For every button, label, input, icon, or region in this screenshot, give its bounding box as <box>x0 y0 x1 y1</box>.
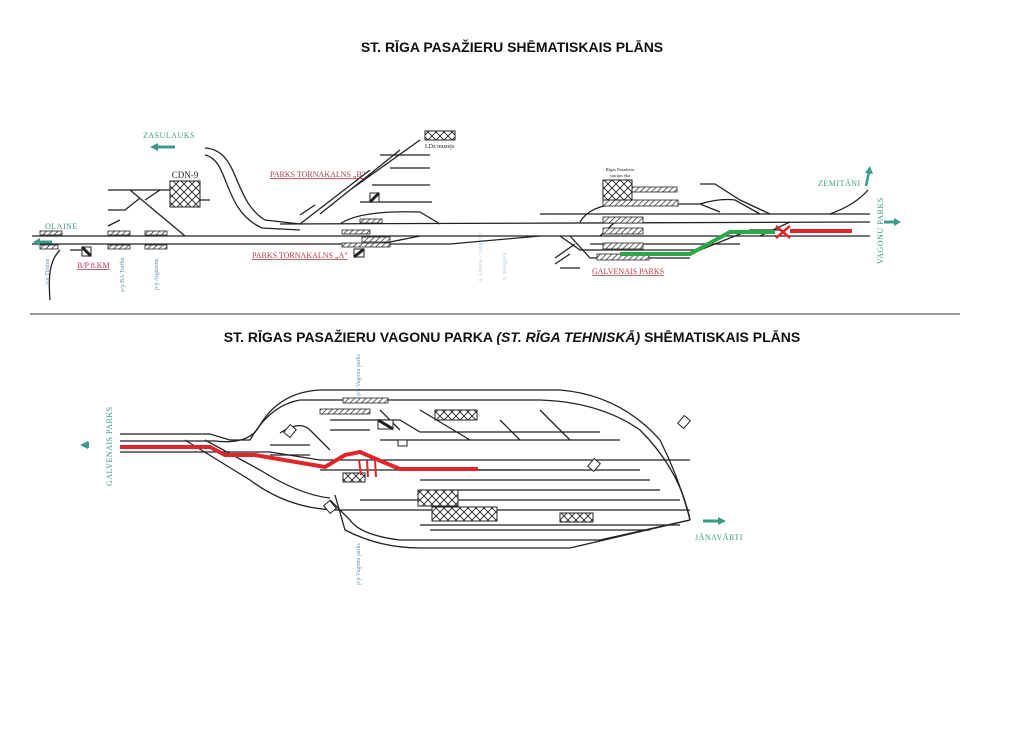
arrow-left-icon <box>33 238 40 246</box>
top-plan-title: ST. RĪGA PASAŽIERU SHĒMATISKAIS PLĀNS <box>361 38 663 55</box>
label-tornakalns-b: PARKS TORNAKALNS „B" <box>270 170 365 179</box>
label-pp-tiraine: p/p Tīraine <box>45 258 51 285</box>
label-bridge-1: u. Abavas / Jungarta <box>478 233 484 282</box>
label-pp-vagonu-parks-top: p/p Vagonu parks <box>356 353 362 396</box>
red-route-bottom <box>120 445 478 471</box>
label-olaine: OLAINE <box>45 222 78 231</box>
arrow-right-icon <box>894 218 901 226</box>
blocked-x-icon <box>775 225 791 239</box>
label-galvenais-parks-top: GALVENAIS PARKS <box>592 267 664 276</box>
arrow-right-icon <box>718 517 726 525</box>
green-route <box>620 230 775 256</box>
arrow-left-icon <box>150 143 158 151</box>
top-plan-labels: ZASULAUKS OLAINE CDN-9 PARKS TORNAKALNS … <box>33 131 901 292</box>
red-route-markers <box>358 459 377 478</box>
label-galvenais-parks-bottom: GALVENAIS PARKS <box>105 406 114 486</box>
label-ldz-muzejs: LDz muzejs <box>425 144 455 150</box>
top-plan-tracks <box>32 139 871 301</box>
label-pp-vagonu-parks-bottom: p/p Vagonu parks <box>356 542 362 585</box>
label-bridge-2: u. Daugava <box>502 252 508 280</box>
bottom-plan-labels: GALVENAIS PARKS p/p Vagonu parks p/p Vag… <box>80 353 743 585</box>
label-bp-8km: B/P 8.KM <box>77 261 110 270</box>
label-station-building-2: stacijas ēka <box>610 173 631 178</box>
label-janavarti: JĀNAVĀRTI <box>695 533 743 542</box>
bottom-plan-platforms <box>283 397 691 523</box>
top-plan-platforms <box>39 130 679 261</box>
bottom-plan-title: ST. RĪGAS PASAŽIERU VAGONU PARKA (ST. RĪ… <box>224 328 800 345</box>
label-cdn9: CDN-9 <box>172 170 199 180</box>
bottom-plan-tracks <box>120 389 691 549</box>
label-zemitani: ZEMITĀNI <box>818 179 861 188</box>
label-vagonu-parks: VAGONU PARKS <box>876 197 885 264</box>
arrow-up-icon <box>865 166 873 174</box>
arrow-left-icon <box>80 441 88 449</box>
label-pp-turiba: p/p BA Turība <box>120 257 126 292</box>
label-tornakalns-a: PARKS TORNAKALNS „A" <box>252 251 348 260</box>
label-zasulauks: ZASULAUKS <box>143 131 195 140</box>
label-pp-atgazene: p/p Atgāzene <box>154 258 160 290</box>
label-station-building-1: Rīgas Pasažieru <box>606 167 635 172</box>
